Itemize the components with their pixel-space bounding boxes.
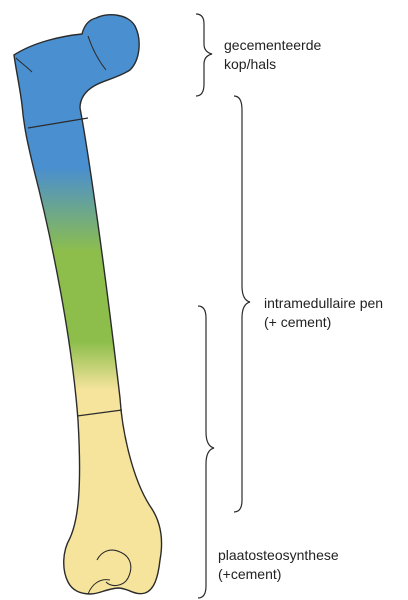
brace-plate — [198, 306, 214, 598]
label-plate-line1: plaatosteosynthese — [218, 546, 339, 565]
label-head-neck: gecementeerde kop/hals — [224, 36, 321, 74]
label-nail-line2: (+ cement) — [264, 313, 383, 332]
label-intramedullary-nail: intramedullaire pen (+ cement) — [264, 294, 383, 332]
brace-head-neck — [196, 14, 212, 96]
label-plate-osteosynthesis: plaatosteosynthese (+cement) — [218, 546, 339, 584]
label-plate-line2: (+cement) — [218, 565, 339, 584]
label-nail-line1: intramedullaire pen — [264, 294, 383, 313]
label-head-neck-line1: gecementeerde — [224, 36, 321, 55]
femur-bone — [14, 15, 162, 594]
label-head-neck-line2: kop/hals — [224, 55, 321, 74]
brace-nail — [234, 96, 250, 512]
